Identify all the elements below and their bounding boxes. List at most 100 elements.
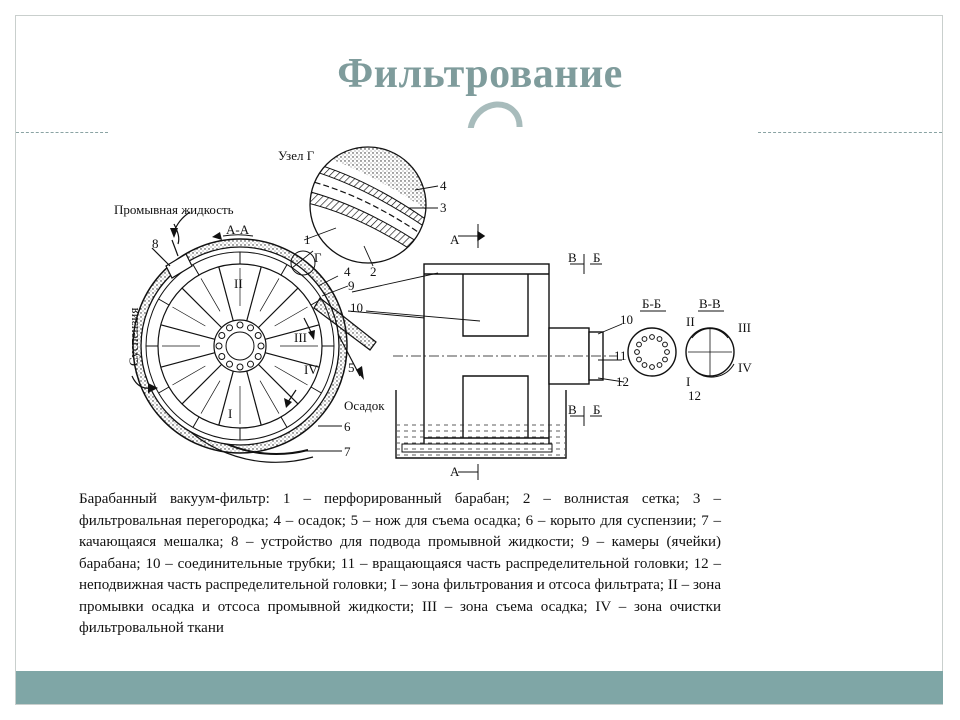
- cell-divider: [264, 324, 320, 340]
- label-section-a-bottom: А: [450, 464, 460, 479]
- label-section-v-bottom: В: [568, 402, 577, 417]
- connecting-tube: [259, 278, 280, 312]
- label-uzel-g: Узел Г: [278, 148, 315, 163]
- distribution-hole: [634, 349, 640, 355]
- cell-divider: [218, 370, 234, 426]
- distribution-hole: [649, 334, 655, 340]
- label-zone-iii: III: [294, 330, 307, 345]
- hub-hole: [218, 332, 226, 339]
- label-suspension: Суспензия: [126, 308, 141, 366]
- drum-cells: [146, 252, 334, 440]
- footer-bar: [16, 671, 943, 704]
- hub-hole: [257, 342, 265, 350]
- slide-title: Фильтрование: [337, 51, 623, 97]
- distribution-hole: [641, 362, 648, 368]
- label-n8: 8: [152, 236, 159, 251]
- hub-hole: [226, 360, 233, 368]
- hub-tubes: [215, 321, 265, 371]
- cell-rib: [158, 386, 170, 394]
- label-n9: 9: [348, 278, 355, 293]
- label-n2: 2: [370, 264, 377, 279]
- distribution-hole: [662, 356, 668, 363]
- distribution-hole: [641, 336, 648, 342]
- label-zone-ii: II: [234, 276, 243, 291]
- label-n10: 10: [350, 300, 363, 315]
- section-bb: [627, 327, 677, 377]
- label-wash-liquid: Промывная жидкость: [114, 202, 234, 217]
- cell-divider: [218, 266, 234, 322]
- distribution-hole: [662, 341, 668, 348]
- label-vv-iii: III: [738, 320, 751, 335]
- distribution-hole: [636, 356, 642, 363]
- drum-side-view: [393, 224, 618, 480]
- label-zone-iv: IV: [304, 362, 318, 377]
- connecting-tube: [172, 306, 206, 327]
- label-n3: 3: [440, 200, 447, 215]
- title-rule-right: [758, 132, 942, 133]
- label-n12b: 12: [688, 388, 701, 403]
- distribution-hole: [664, 349, 670, 355]
- hub-hole: [215, 342, 223, 350]
- label-vv-i: I: [686, 374, 690, 389]
- distribution-hole: [636, 341, 642, 348]
- hub-hole: [247, 360, 254, 368]
- cell-divider: [257, 287, 299, 329]
- figure-caption: Барабанный вакуум-фильтр: 1 – перфориров…: [79, 491, 721, 636]
- label-n6: 6: [344, 419, 351, 434]
- label-g: Г: [314, 250, 322, 265]
- hub-hole: [254, 332, 262, 339]
- label-n5: 5: [348, 360, 355, 375]
- hub-hole: [236, 321, 244, 329]
- hub-hole: [226, 324, 233, 332]
- label-n12: 12: [616, 374, 629, 389]
- hub-hole: [247, 324, 254, 332]
- hub-hole: [218, 353, 226, 360]
- label-section-b-top: Б: [593, 250, 600, 265]
- cell-rib: [158, 298, 170, 306]
- label-zone-i: I: [228, 406, 232, 421]
- label-section-v-top: В: [568, 250, 577, 265]
- label-section-vv: В-В: [699, 296, 721, 311]
- label-section-a-top: А: [450, 232, 460, 247]
- label-section-b-bottom: Б: [593, 402, 600, 417]
- connecting-tube: [200, 380, 221, 414]
- connecting-tube: [200, 278, 221, 312]
- label-sediment: Осадок: [344, 398, 385, 413]
- connecting-tube: [274, 306, 308, 327]
- label-n10b: 10: [620, 312, 633, 327]
- label-n11: 11: [614, 348, 627, 363]
- hub-hole: [236, 363, 244, 371]
- sediment-arrow: [337, 333, 361, 377]
- diagram-figure: Узел Г Промывная жидкость А-А Суспензия …: [108, 128, 758, 488]
- label-n1: 1: [304, 232, 311, 247]
- cell-divider: [246, 370, 262, 426]
- cell-rib: [192, 416, 200, 428]
- cell-divider: [160, 352, 216, 368]
- connecting-tube: [259, 380, 280, 414]
- cell-divider: [264, 352, 320, 368]
- label-section-aa: А-А: [226, 222, 250, 237]
- cell-divider: [160, 324, 216, 340]
- hub-hole: [254, 353, 262, 360]
- cell-divider: [246, 266, 262, 322]
- vacuum-filter-diagram: Узел Г Промывная жидкость А-А Суспензия …: [114, 146, 752, 480]
- label-section-bb: Б-Б: [642, 296, 661, 311]
- label-n4: 4: [440, 178, 447, 193]
- cell-rib: [192, 264, 200, 276]
- knife: [313, 297, 377, 351]
- connecting-tube: [274, 365, 308, 386]
- label-n7: 7: [344, 444, 351, 459]
- connecting-tube: [172, 365, 206, 386]
- cell-divider: [181, 287, 223, 329]
- cell-divider: [181, 363, 223, 405]
- cell-rib: [280, 264, 288, 276]
- distribution-hole: [649, 364, 655, 370]
- distribution-hole: [656, 336, 663, 342]
- label-vv-ii: II: [686, 314, 695, 329]
- wash-device: [151, 223, 193, 279]
- label-n4b: 4: [344, 264, 351, 279]
- cell-rib: [310, 386, 322, 394]
- title-rule-left: [16, 132, 108, 133]
- distribution-hole: [656, 362, 663, 368]
- section-vv: [640, 310, 735, 378]
